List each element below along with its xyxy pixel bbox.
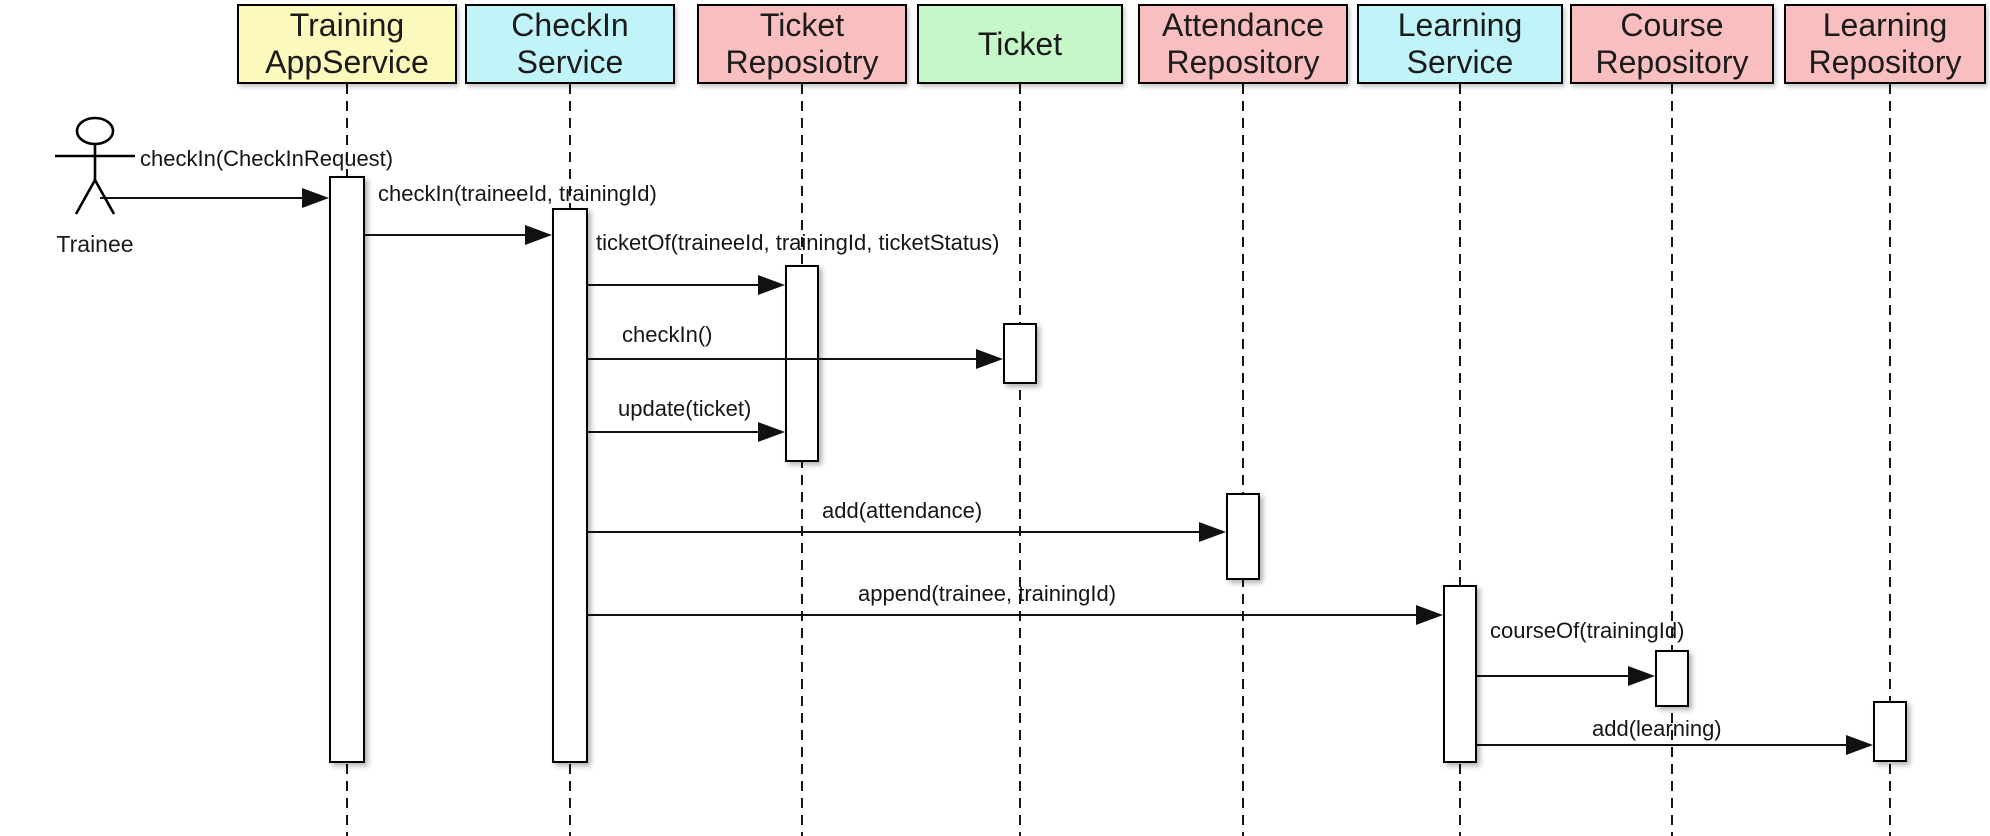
message-arrow-add-learning <box>1477 735 1873 755</box>
participant-box-learning-service: Learning Service <box>1357 4 1563 84</box>
participant-label-line: Repository <box>1595 44 1749 80</box>
participant-box-learning-repository: Learning Repository <box>1784 4 1986 84</box>
message-arrow-ticketof <box>588 275 785 295</box>
message-arrow-checkin-ticket <box>588 349 1003 369</box>
participant-box-ticket-repository: Ticket Reposiotry <box>697 4 907 84</box>
participant-label-line: AppService <box>265 44 429 80</box>
message-label: add(attendance) <box>822 498 983 523</box>
participant-label-line: Attendance <box>1162 7 1324 43</box>
activation-bar-learning-repository <box>1873 701 1907 762</box>
participant-label-line: Course <box>1620 7 1724 43</box>
actor-figure <box>55 116 135 215</box>
activation-bar-ticket-repository <box>785 265 819 462</box>
participant-label-line: CheckIn <box>511 7 629 43</box>
lifeline-learning-repository <box>1889 84 1891 836</box>
activation-bar-ticket <box>1003 323 1037 384</box>
activation-bar-checkin-service <box>552 208 588 763</box>
lifeline-attendance-repository <box>1242 84 1244 836</box>
participant-label-line: Repository <box>1808 44 1962 80</box>
activation-bar-training-app-service <box>329 176 365 763</box>
message-arrow-update-ticket <box>588 422 785 442</box>
message-label: append(trainee, trainingId) <box>858 581 1117 606</box>
participant-label-line: Learning <box>1397 7 1523 43</box>
lifeline-ticket <box>1019 84 1021 836</box>
lifeline-course-repository <box>1671 84 1673 836</box>
message-label: checkIn() <box>622 322 713 347</box>
message-arrow-courseof <box>1477 666 1655 686</box>
participant-label-line: Repository <box>1166 44 1320 80</box>
lifeline-learning-service <box>1459 84 1461 836</box>
participant-label-line: Learning <box>1822 7 1948 43</box>
participant-label-line: Ticket <box>759 7 845 43</box>
participant-label-line: Service <box>1406 44 1514 80</box>
participant-box-training-app-service: Training AppService <box>237 4 457 84</box>
participant-box-attendance-repository: Attendance Repository <box>1138 4 1348 84</box>
participant-label-line: Reposiotry <box>725 44 879 80</box>
activation-bar-learning-service <box>1443 585 1477 763</box>
activation-bar-attendance-repository <box>1226 493 1260 580</box>
message-arrow-add-attendance <box>588 522 1226 542</box>
message-label: checkIn(CheckInRequest) <box>140 146 394 171</box>
message-label: checkIn(traineeId, trainingId) <box>378 181 657 206</box>
message-arrow-append-trainee <box>588 605 1443 625</box>
participant-box-checkin-service: CheckIn Service <box>465 4 675 84</box>
participant-label-line: Training <box>289 7 405 43</box>
message-arrow-checkin-request <box>100 188 329 208</box>
message-label: courseOf(trainingId) <box>1490 618 1685 643</box>
participant-label-line: Ticket <box>977 25 1063 62</box>
message-label: ticketOf(traineeId, trainingId, ticketSt… <box>596 230 1000 255</box>
participant-box-ticket: Ticket <box>917 4 1123 84</box>
message-arrow-checkin-traineeid <box>365 225 552 245</box>
participant-label-line: Service <box>516 44 624 80</box>
participant-box-course-repository: Course Repository <box>1570 4 1774 84</box>
message-label: add(learning) <box>1592 716 1722 741</box>
activation-bar-course-repository <box>1655 650 1689 707</box>
message-label: update(ticket) <box>618 396 752 421</box>
actor-label: Trainee <box>56 231 134 257</box>
